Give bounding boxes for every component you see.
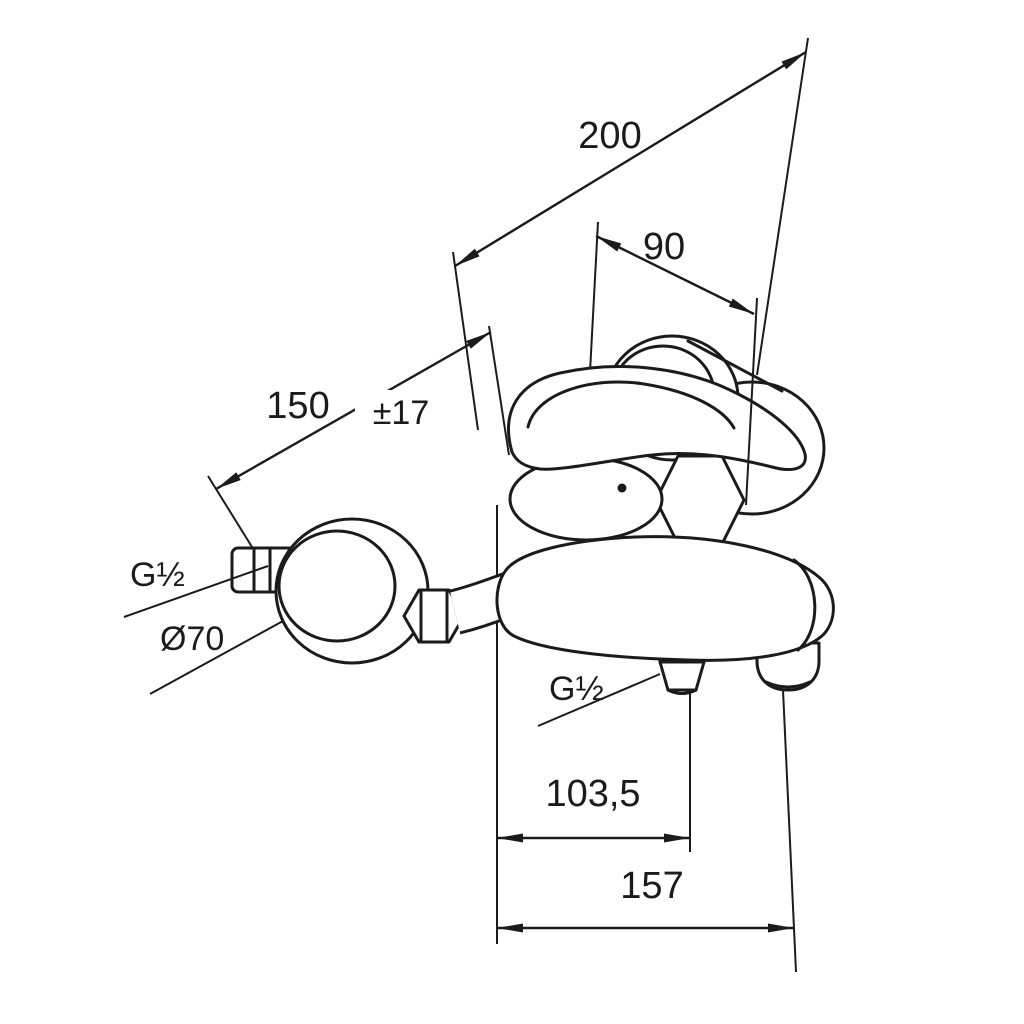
callout-outlet-thread: G½ bbox=[537, 670, 661, 727]
dim-150-tolerance-label: ±17 bbox=[373, 394, 429, 432]
dim-157-label: 157 bbox=[620, 865, 683, 907]
dimension-line-90 bbox=[595, 234, 755, 316]
handle-top-edge bbox=[526, 380, 736, 430]
dim-90-label: 90 bbox=[643, 226, 685, 268]
dimension-157: 157 bbox=[497, 689, 797, 973]
dim-150-tolerance-mask bbox=[355, 390, 447, 430]
leader-line-outlet bbox=[537, 673, 661, 727]
wall-thread-label: G½ bbox=[130, 556, 185, 594]
extension-line-90-left bbox=[589, 221, 599, 373]
rosette-diameter-label: Ø70 bbox=[160, 620, 224, 658]
dimension-line-200 bbox=[454, 50, 807, 268]
dim-150-label: 150 bbox=[266, 385, 329, 427]
dim-200-label: 200 bbox=[578, 115, 641, 157]
left-rosette bbox=[274, 517, 430, 665]
dimensions: 200 90 150 ±17 G½ bbox=[123, 37, 809, 973]
extension-line-157-right bbox=[782, 689, 797, 973]
dimension-103-5: 103,5 bbox=[497, 773, 690, 843]
dim-103-5-label: 103,5 bbox=[545, 773, 640, 815]
cartridge-dome bbox=[508, 456, 664, 542]
extension-line-200-right bbox=[756, 37, 809, 376]
left-rosette-ring bbox=[277, 529, 397, 643]
dimension-200: 200 bbox=[454, 37, 809, 376]
extension-line-90-right bbox=[745, 297, 758, 506]
leader-line-rosette bbox=[149, 620, 284, 695]
callout-rosette-diameter: Ø70 bbox=[149, 620, 284, 695]
handle-index-pin bbox=[617, 483, 627, 493]
body-end-cap bbox=[792, 558, 817, 652]
spout-outlet-opening bbox=[764, 680, 812, 689]
lever-handle bbox=[507, 365, 807, 471]
outlet-thread-label: G½ bbox=[549, 670, 604, 708]
shower-outlet-opening bbox=[666, 688, 698, 695]
leader-line-wall-thread bbox=[123, 565, 269, 618]
extension-line-150-left bbox=[207, 475, 253, 548]
dimension-line-150 bbox=[215, 330, 492, 491]
faucet-drawing bbox=[230, 334, 835, 695]
extension-line-150-right bbox=[488, 325, 510, 456]
mixer-body bbox=[495, 535, 835, 662]
dimension-90: 90 bbox=[595, 226, 758, 506]
callout-wall-thread: G½ bbox=[123, 556, 269, 618]
dimension-150: 150 ±17 bbox=[215, 330, 492, 491]
upper-flange-edge bbox=[686, 339, 784, 393]
